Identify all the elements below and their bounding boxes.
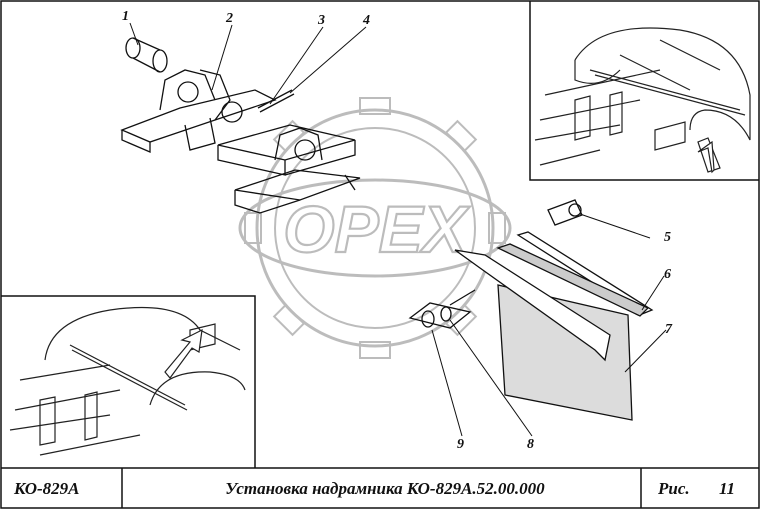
watermark: OPEX (238, 97, 512, 359)
leader-lines (129, 22, 667, 437)
frame-section (217, 124, 361, 214)
part-6-strip (496, 231, 654, 317)
callout-8: 8 (527, 437, 534, 452)
title-block-grid (1, 467, 759, 508)
callout-9: 9 (457, 437, 464, 452)
figure-label: Рис. (658, 479, 690, 498)
part-5-bolt (547, 199, 583, 226)
part-1-bushing (125, 37, 168, 73)
part-2-bracket (120, 69, 277, 153)
part-8-9-fasteners (408, 289, 476, 329)
drawing-title: Установка надрамника КО-829А.52.00.000 (225, 479, 545, 498)
watermark-oval (238, 178, 512, 278)
gear-icon (244, 97, 506, 359)
callout-7: 7 (665, 322, 673, 337)
title-block: КО-829А Установка надрамника КО-829А.52.… (0, 468, 760, 509)
callout-1: 1 (122, 9, 129, 24)
inset-view-top-right (529, 1, 759, 181)
part-7-mudflap (454, 249, 633, 421)
callout-5: 5 (664, 230, 671, 245)
watermark-text: OPEX (283, 192, 470, 266)
exploded-parts (120, 37, 654, 421)
callout-labels: 1 2 3 4 5 6 7 8 9 (122, 9, 673, 452)
model-code: КО-829А (14, 479, 80, 498)
figure-number: 11 (719, 479, 736, 498)
callout-2: 2 (225, 11, 233, 26)
callout-3: 3 (317, 13, 325, 28)
inset-view-bottom-left (1, 295, 256, 468)
part-3-rod (257, 89, 295, 113)
callout-4: 4 (362, 13, 370, 28)
callout-6: 6 (664, 267, 671, 282)
